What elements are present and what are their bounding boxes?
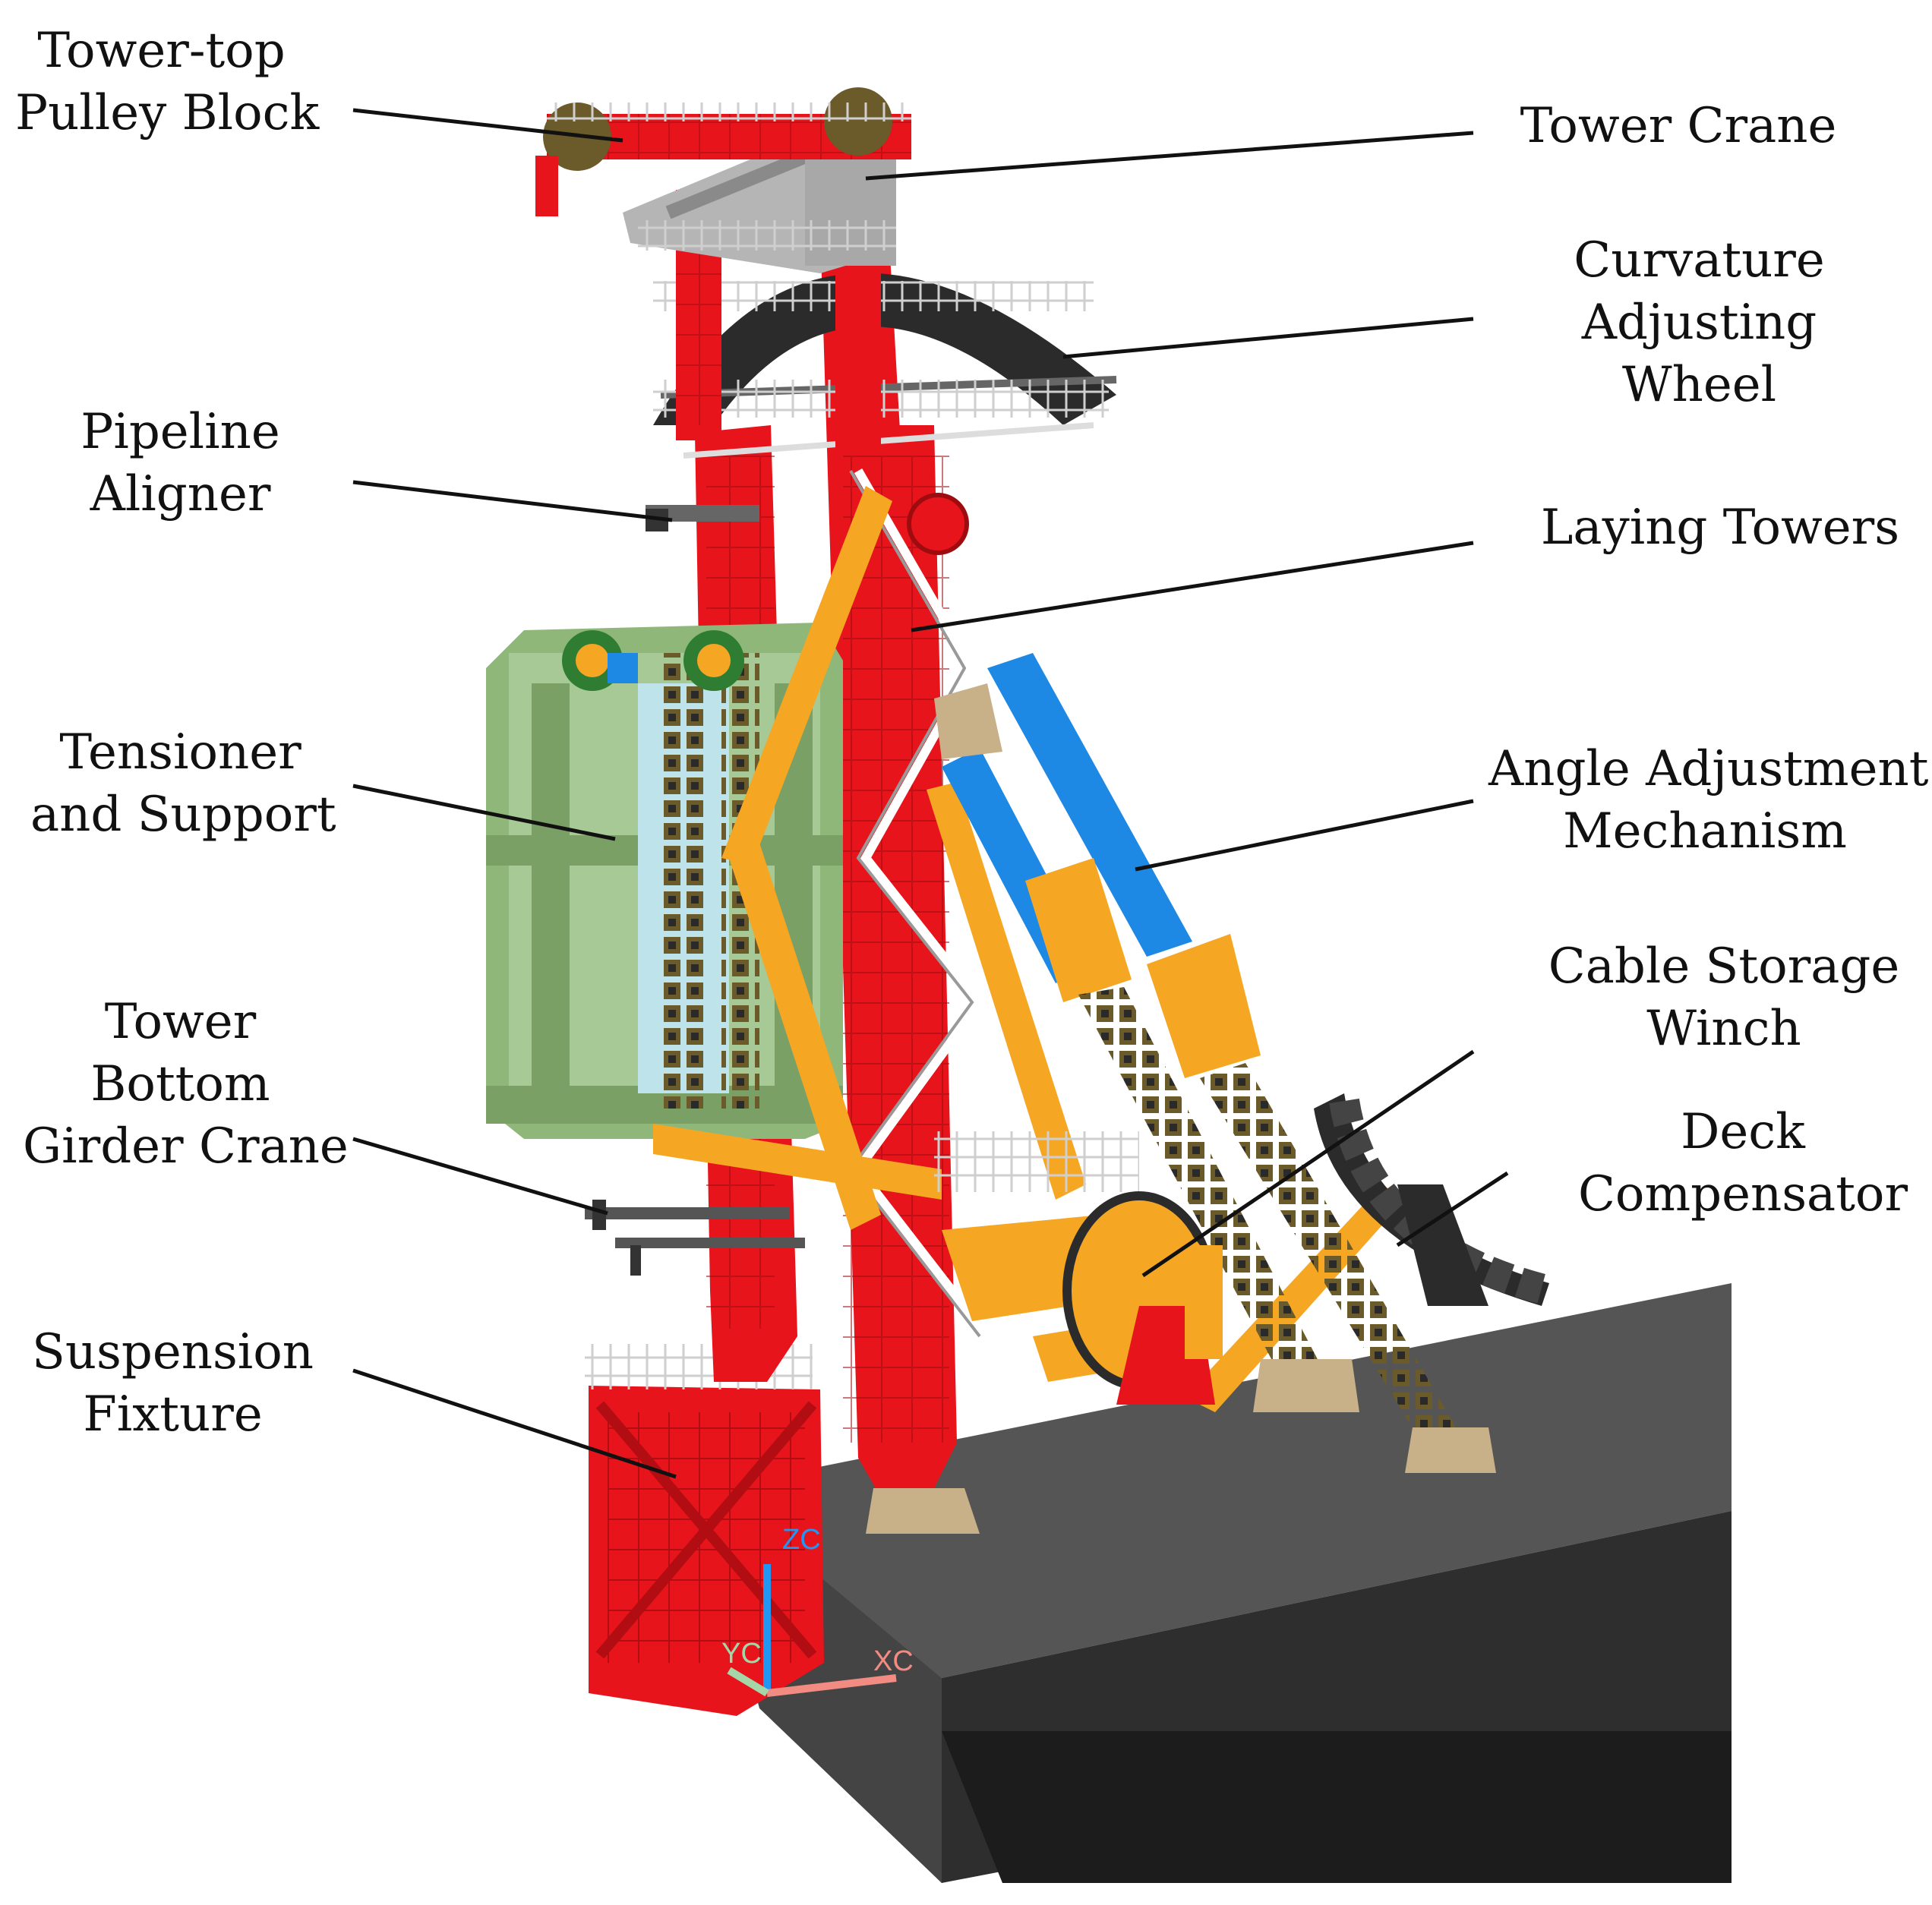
leader-deck-compensator [1396,1171,1509,1247]
leader-tower-bottom-girder-crane [352,1137,608,1216]
label-tensioner-and-support: Tensioner and Support [30,724,336,843]
axis-yc-label: YC [721,1638,762,1670]
axis-xc-label: XC [873,1645,914,1677]
label-cable-storage-winch: Cable Storage Winch [1548,938,1900,1057]
angle-adjustment-cylinders [934,653,1496,1473]
tower-top-pulley-block-structure [535,87,911,216]
leader-lines [352,108,1509,1479]
label-tower-bottom-girder-crane: Tower Bottom Girder Crane [23,994,349,1175]
leader-tower-top-pulley-block [352,108,623,143]
label-angle-adjustment-mechanism: Angle Adjustment Mechanism [1488,741,1929,859]
leader-suspension-fixture [352,1368,677,1479]
cable-storage-winch-structure [1062,1191,1223,1405]
coordinate-axes: ZC YC XC [721,1524,914,1697]
tower-bottom-girder-crane-structure [585,1200,805,1276]
leader-curvature-adjusting-wheel [1062,317,1474,359]
leader-tower-crane [865,131,1474,181]
label-suspension-fixture: Suspension Fixture [31,1324,314,1443]
axis-zc-label: ZC [782,1524,821,1556]
leader-pipeline-aligner [352,480,673,522]
leader-cable-storage-winch [1141,1049,1475,1278]
leader-tensioner-and-support [352,784,616,841]
label-tower-crane: Tower Crane [1520,98,1837,154]
leader-angle-adjustment-mechanism [1135,799,1474,872]
label-pipeline-aligner: Pipeline Aligner [80,404,280,522]
label-laying-towers: Laying Towers [1540,500,1900,556]
deck-compensator-structure [1314,1093,1553,1306]
leader-laying-towers [911,541,1474,632]
label-tower-top-pulley-block: Tower-top Pulley Block [15,23,320,141]
label-deck-compensator: Deck Compensator [1577,1104,1908,1222]
label-curvature-adjusting-wheel: Curvature Adjusting Wheel [1574,232,1825,413]
